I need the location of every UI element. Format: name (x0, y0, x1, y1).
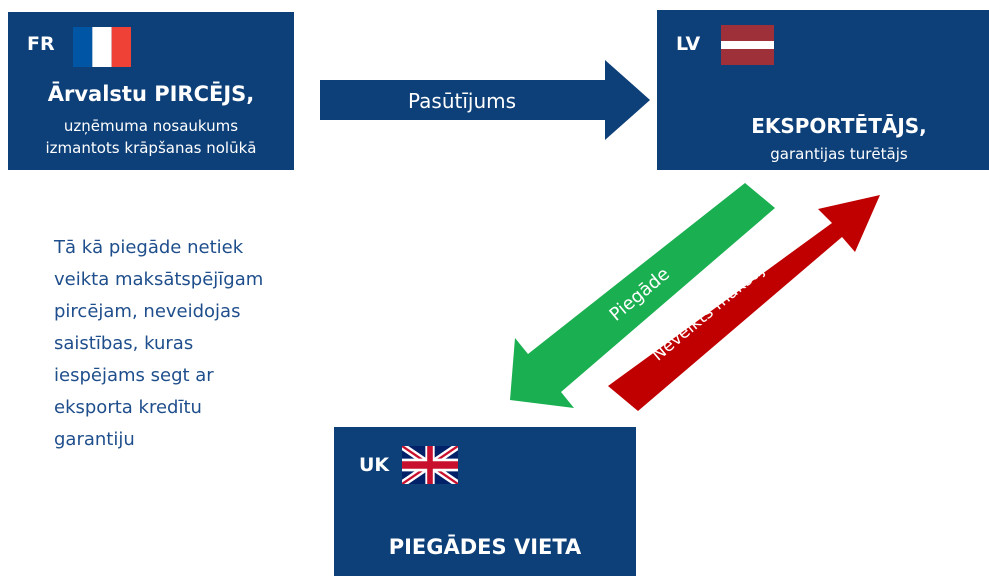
exporter-country-code: LV (676, 33, 701, 55)
flag-uk-icon (402, 446, 458, 484)
note-line: pircējam, neveidojas (54, 301, 241, 322)
note-line: iespējams segt ar (54, 365, 214, 386)
exporter-box: LV EKSPORTĒTĀJS, garantijas turētājs (657, 10, 989, 170)
note-line: eksporta kredītu (54, 397, 202, 418)
delivery-place-box: UK PIEGĀDES VIETA (334, 427, 636, 576)
buyer-subtitle-line1: uzņēmuma nosaukums (63, 117, 239, 135)
buyer-title: Ārvalstu PIRCĒJS, (47, 82, 255, 106)
flag-france-icon (73, 27, 131, 67)
note-line: veikta maksātspējīgam (54, 269, 264, 290)
delivery-country-code: UK (359, 454, 390, 476)
delivery-arrow (510, 183, 775, 408)
note-line: Tā kā piegāde netiek (54, 237, 244, 258)
note-line: saistības, kuras (54, 333, 194, 354)
flag-latvia-icon (721, 25, 774, 65)
delivery-place-title: PIEGĀDES VIETA (388, 535, 582, 559)
buyer-box: FR Ārvalstu PIRCĒJS, uzņēmuma nosaukums … (8, 12, 294, 170)
payment-arrow (608, 195, 880, 411)
exporter-title: EKSPORTĒTĀJS, (751, 114, 927, 138)
exporter-subtitle: garantijas turētājs (770, 145, 908, 163)
order-arrow-label: Pasūtījums (408, 89, 517, 113)
explanatory-note: Tā kā piegāde netiek veikta maksātspējīg… (54, 232, 263, 456)
buyer-country-code: FR (27, 33, 55, 55)
buyer-subtitle-line2: izmantots krāpšanas nolūkā (45, 139, 257, 157)
note-line: garantiju (54, 429, 135, 450)
order-arrow (320, 60, 650, 140)
